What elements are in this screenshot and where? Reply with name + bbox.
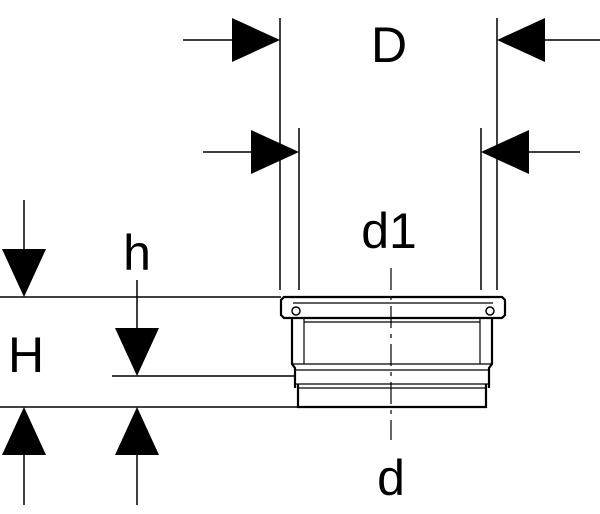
dimension-d1-arrows bbox=[203, 128, 580, 290]
arrow-up-icon bbox=[2, 407, 46, 455]
label-d: d bbox=[377, 450, 405, 506]
arrow-up-icon bbox=[115, 407, 159, 455]
arrow-down-icon bbox=[115, 328, 159, 376]
fitting-upper-walls bbox=[290, 318, 494, 388]
arrow-left-icon bbox=[481, 130, 529, 174]
arrow-down-icon bbox=[2, 249, 46, 297]
dimension-D: D bbox=[183, 17, 600, 290]
seal-circle-left bbox=[291, 306, 301, 316]
fitting-collar bbox=[279, 295, 507, 320]
label-h: h bbox=[123, 225, 151, 281]
seal-circle-right bbox=[485, 306, 495, 316]
dimension-H: H bbox=[2, 200, 46, 505]
label-d1: d1 bbox=[361, 203, 417, 259]
arrow-left-icon bbox=[497, 18, 545, 62]
label-D: D bbox=[371, 17, 407, 73]
label-H: H bbox=[8, 327, 44, 383]
arrow-right-icon bbox=[251, 130, 299, 174]
dimension-h: h bbox=[115, 225, 159, 505]
fitting-spigot bbox=[296, 384, 488, 409]
fitting-body bbox=[279, 295, 507, 409]
arrow-right-icon bbox=[232, 18, 280, 62]
